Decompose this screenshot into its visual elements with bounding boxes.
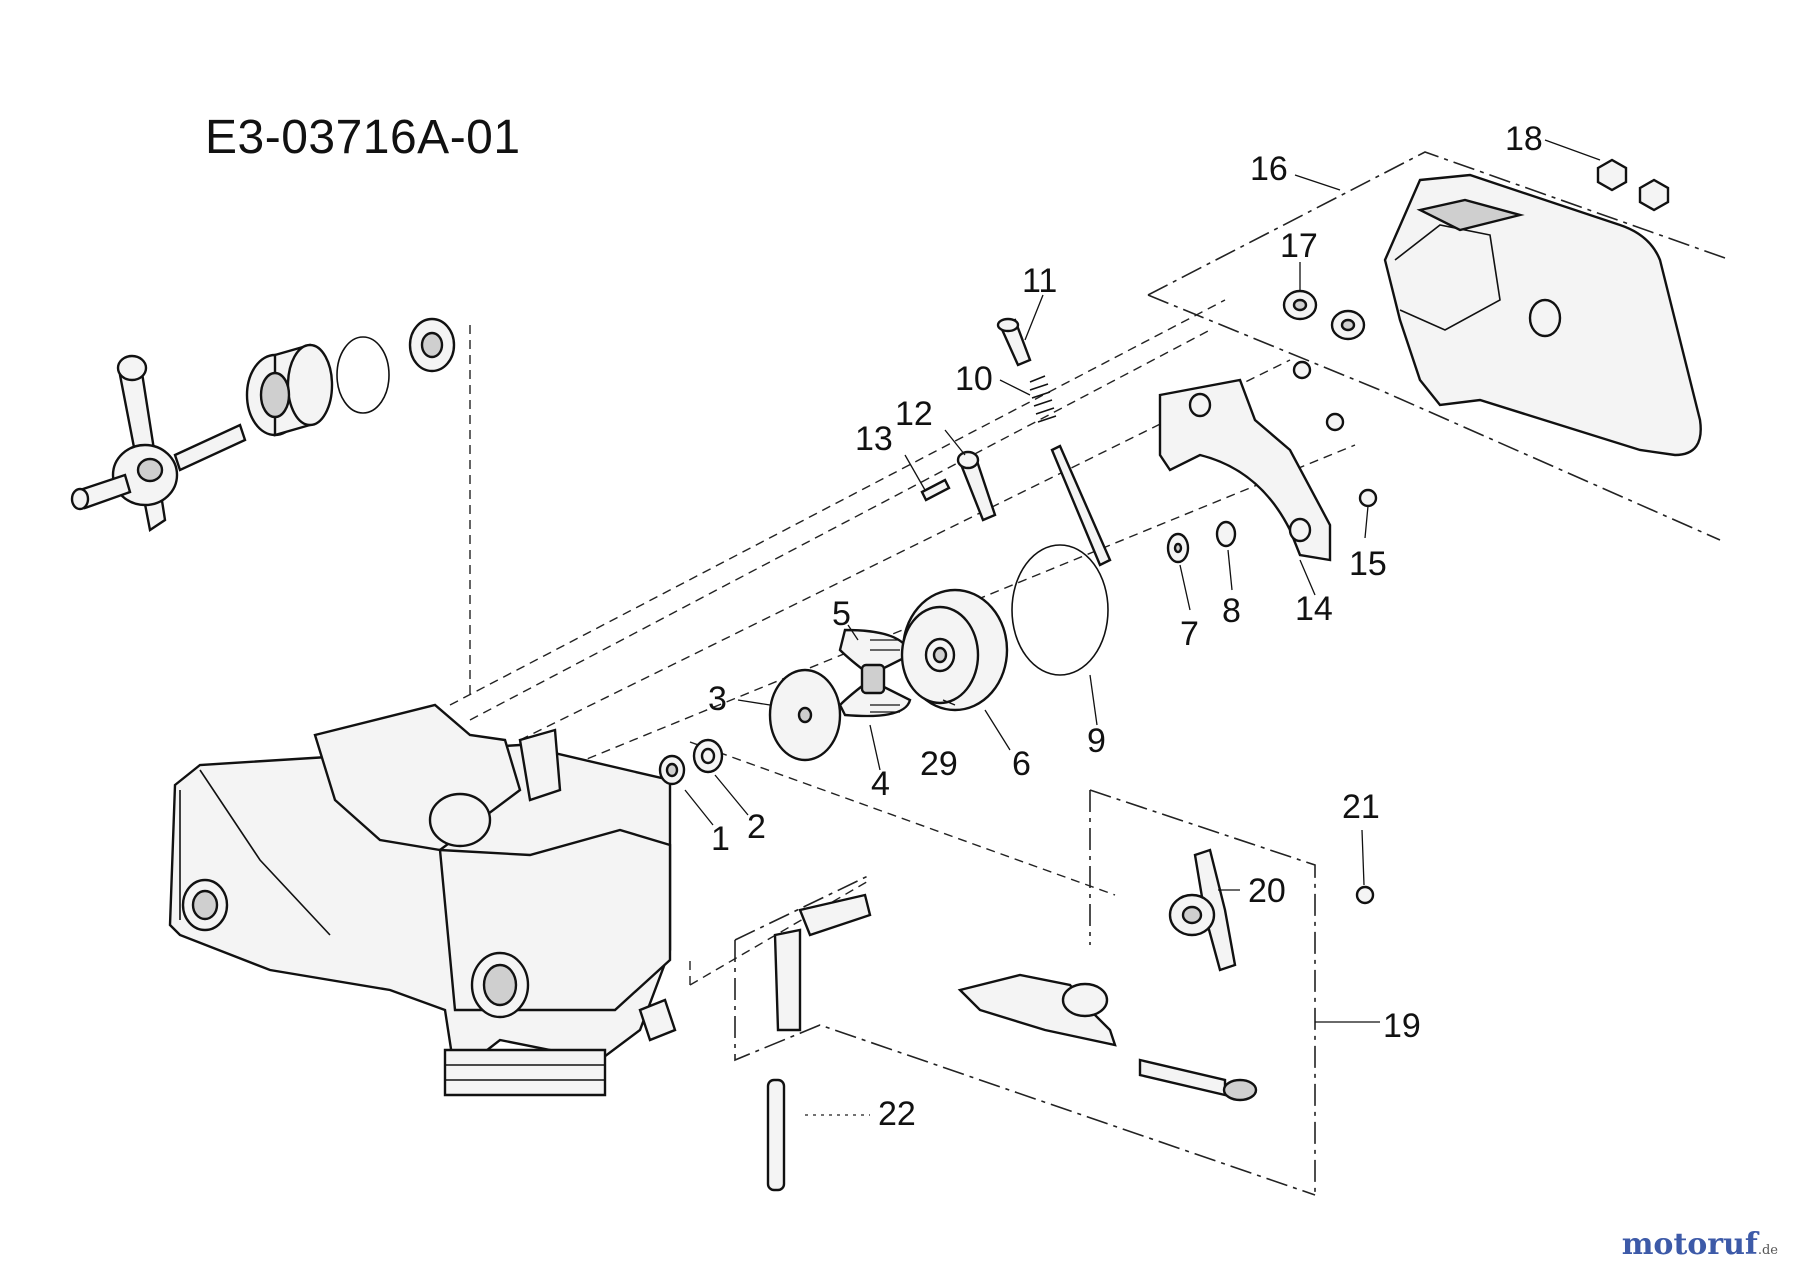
assembly-guide-lines (449, 151, 1726, 1196)
washers-17 (1282, 289, 1366, 341)
callout-2: 2 (747, 808, 766, 846)
clutch-drum-6 (900, 588, 1009, 712)
main-bearing (245, 343, 334, 437)
callout-7: 7 (1180, 615, 1199, 653)
callout-29: 29 (920, 745, 958, 783)
callout-numbers: 1 2 3 4 5 6 7 8 9 10 11 12 13 14 15 16 1… (708, 120, 1543, 1133)
callout-12: 12 (895, 395, 933, 433)
callout-1: 1 (711, 820, 730, 858)
drawing-code: E3-03716A-01 (205, 111, 521, 164)
washer-2 (692, 738, 724, 774)
pin-22 (766, 1078, 786, 1192)
callout-8: 8 (1222, 592, 1241, 630)
tensioner-bracket (773, 893, 872, 1032)
tensioner-slide (957, 973, 1117, 1047)
washer-7 (1166, 532, 1190, 564)
callout-10: 10 (955, 360, 993, 398)
callout-6: 6 (1012, 745, 1031, 783)
seal-ring (336, 336, 390, 414)
brand-tld: .de (1757, 1243, 1778, 1258)
wing-knob-20 (1168, 848, 1237, 972)
motoruf-watermark-logo: motoruf.de (1622, 1227, 1778, 1262)
nuts-18 (1596, 158, 1670, 212)
callout-13: 13 (855, 420, 893, 458)
callout-15: 15 (1349, 545, 1387, 583)
adjust-screw (1138, 1058, 1258, 1102)
spring-10 (1029, 375, 1057, 423)
clip-8 (1215, 520, 1237, 548)
callout-11: 11 (1022, 262, 1057, 300)
oil-seal (408, 317, 456, 373)
lever-12 (956, 450, 997, 522)
callout-4: 4 (871, 765, 890, 803)
callout-leaders (684, 139, 1601, 1116)
washer-1 (658, 754, 686, 786)
callout-16: 16 (1250, 150, 1288, 188)
callout-3: 3 (708, 680, 727, 718)
brake-plate-14 (1158, 378, 1332, 562)
screw-21 (1355, 885, 1375, 905)
callout-14: 14 (1295, 590, 1333, 628)
bolt-11 (996, 317, 1032, 367)
callout-19: 19 (1383, 1007, 1421, 1045)
crankshaft (70, 354, 247, 532)
callout-9: 9 (1087, 722, 1106, 760)
brake-band-9 (1011, 444, 1112, 676)
pin-13 (920, 478, 951, 502)
crankcase-housing (168, 703, 677, 1097)
clutch-shoes-4-5 (838, 628, 912, 718)
brand-name: motoruf (1621, 1227, 1758, 1262)
callout-22: 22 (878, 1095, 916, 1133)
callout-20: 20 (1248, 872, 1286, 910)
clutch-plate-3 (768, 668, 842, 762)
sprocket-cover-16 (1383, 173, 1702, 457)
callout-21: 21 (1342, 788, 1380, 826)
screws-15 (1292, 360, 1378, 508)
callout-5: 5 (832, 595, 851, 633)
callout-17: 17 (1280, 227, 1318, 265)
callout-18: 18 (1505, 120, 1543, 158)
